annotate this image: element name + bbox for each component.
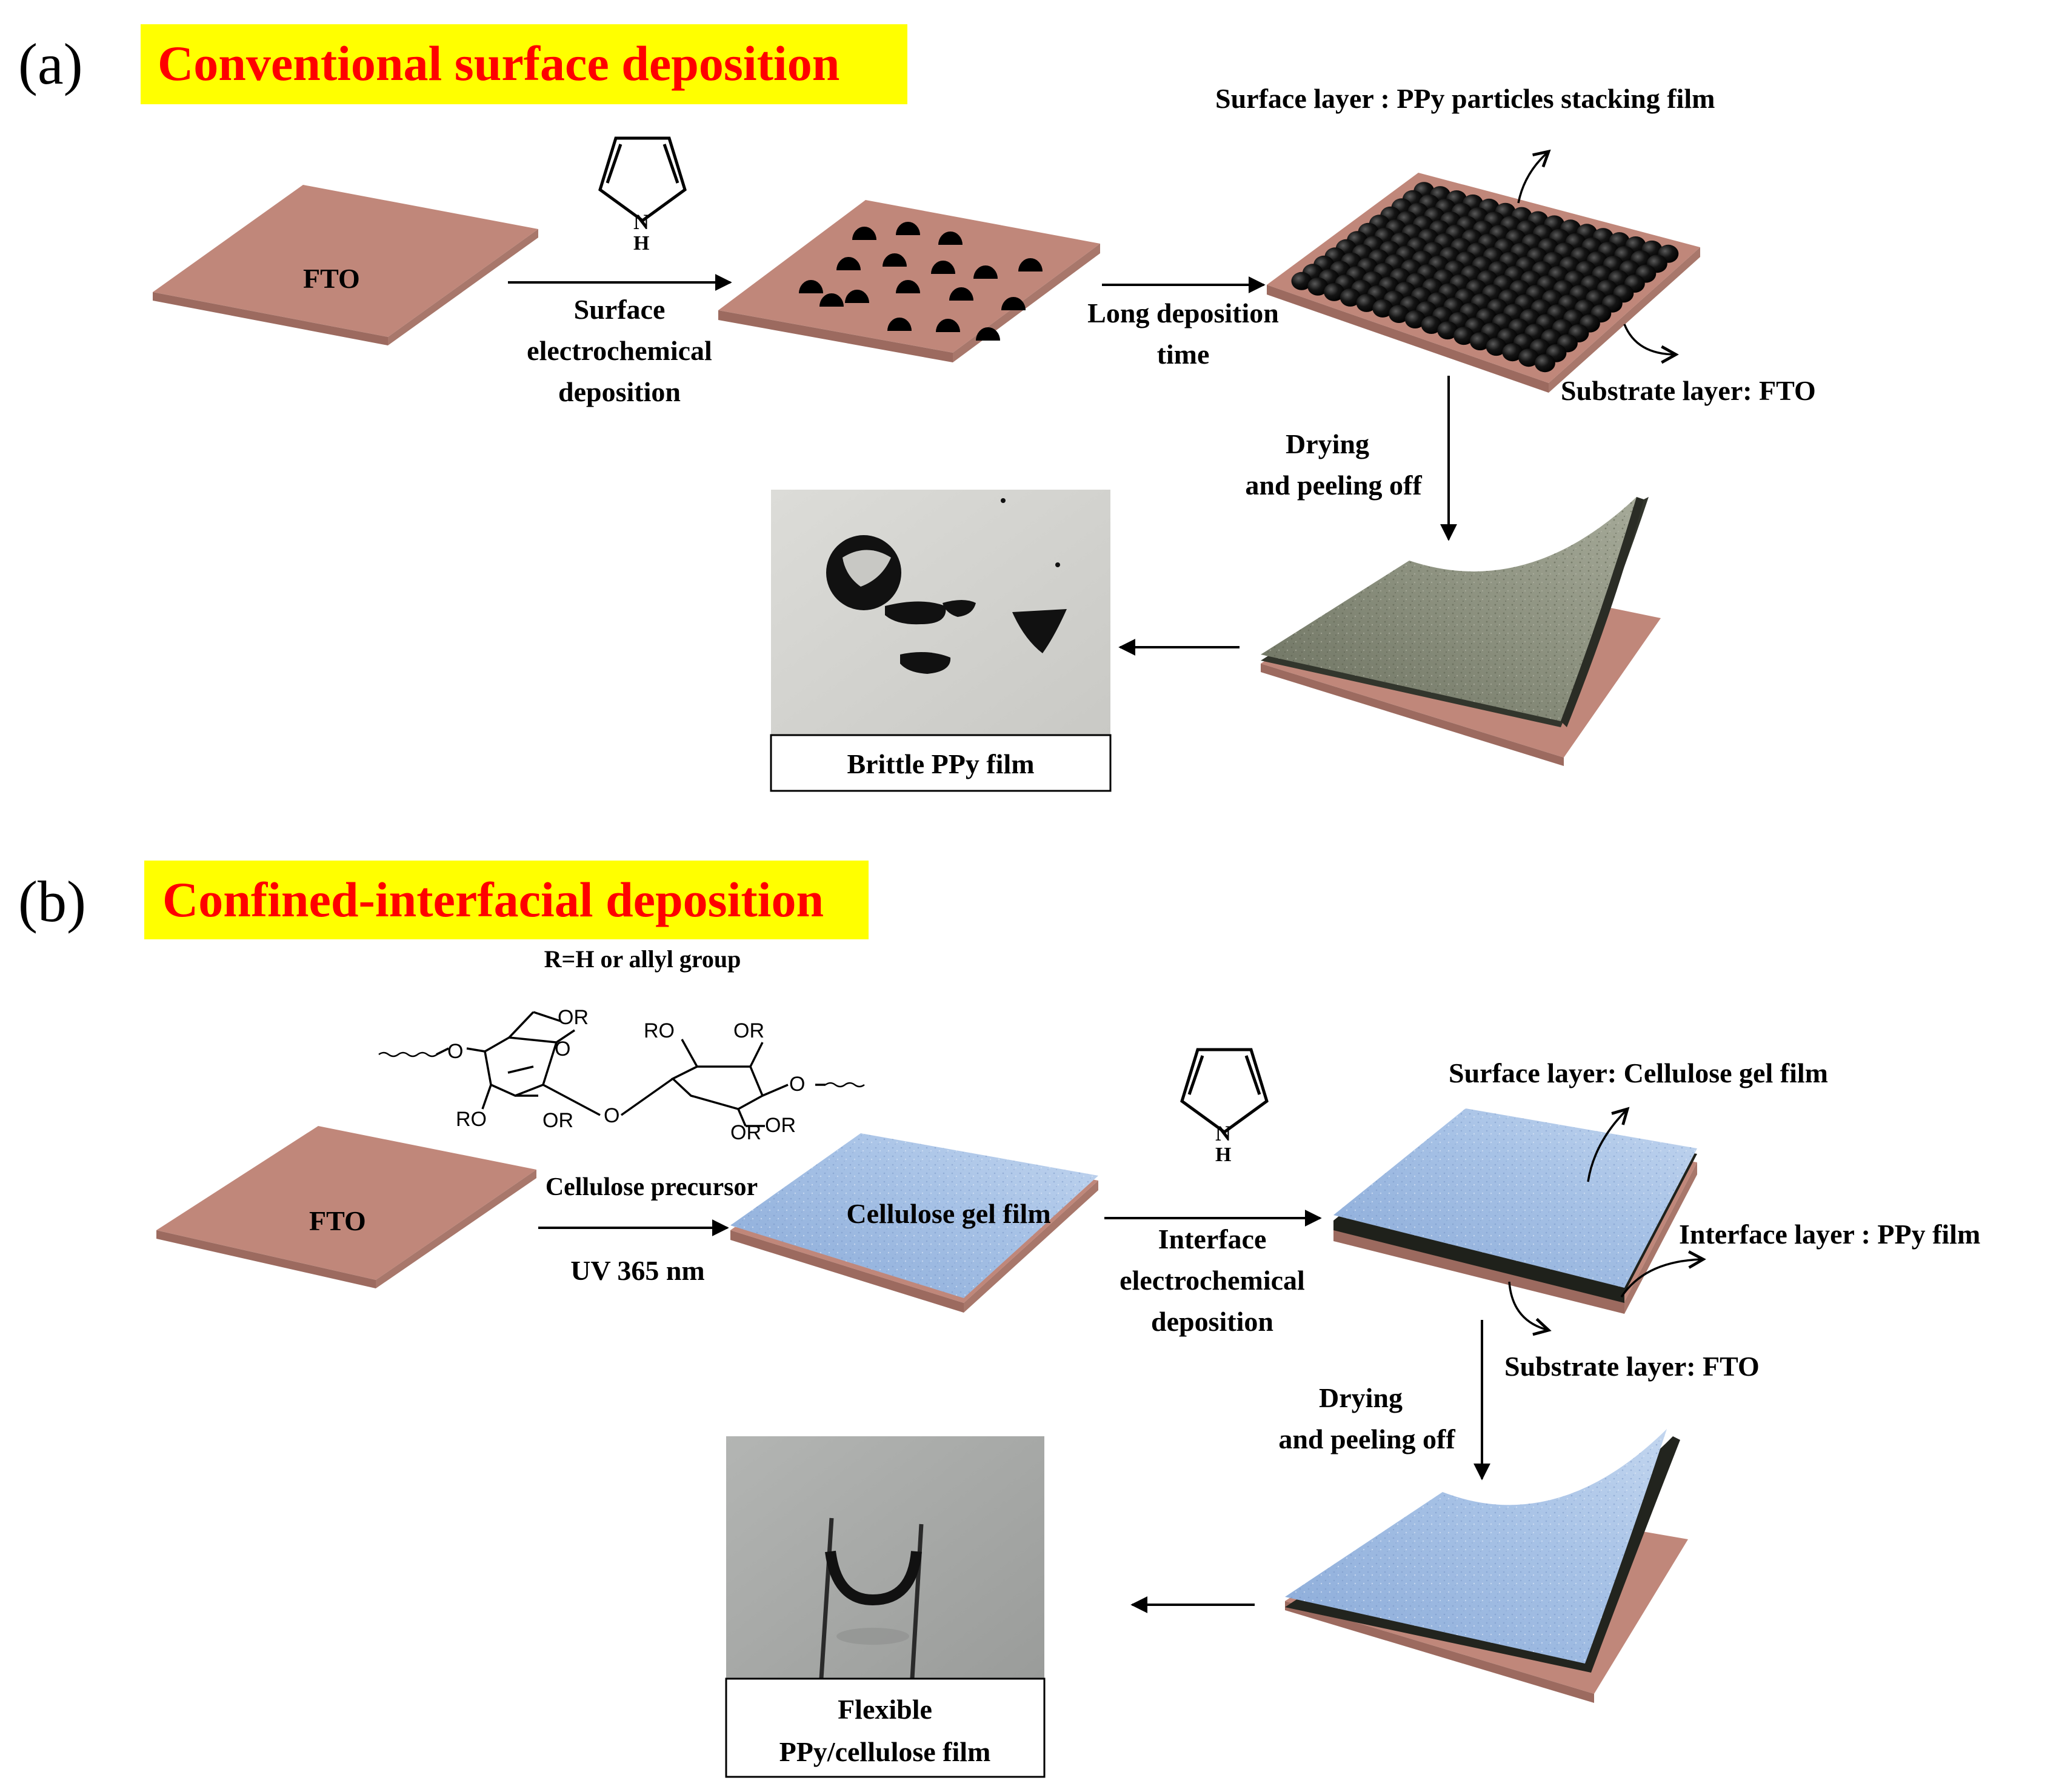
fto-with-ppy-nuclei: [718, 200, 1100, 362]
pyrrole-nh-a: N: [633, 210, 649, 234]
arrow1-line3: deposition: [558, 376, 681, 407]
chem-o-3: O: [604, 1104, 619, 1127]
brittle-ppy-caption: Brittle PPy film: [847, 748, 1034, 779]
drying-line1-b: Drying: [1319, 1382, 1403, 1413]
brittle-ppy-caption-box: [770, 734, 1112, 792]
ppy-particle: [1518, 348, 1540, 367]
substrate-layer-label-a: Substrate layer: FTO: [1561, 375, 1816, 406]
ppy-particle: [1437, 321, 1458, 340]
svg-text:H: H: [1215, 1144, 1231, 1166]
panel-b-letter: (b): [18, 869, 86, 934]
substrate-layer-label-b: Substrate layer: FTO: [1504, 1351, 1760, 1382]
gel-film-label: Cellulose gel film: [846, 1198, 1050, 1229]
chem-or-2: OR: [542, 1109, 573, 1132]
surface-layer-label-a: Surface layer : PPy particles stacking f…: [1215, 83, 1715, 114]
ppy-particle: [1486, 338, 1507, 356]
ppy-particle: [1340, 288, 1361, 307]
interface-layer-pointer: [1620, 1250, 1706, 1297]
fto-with-ppy-stacking-film: [1267, 173, 1700, 393]
ppy-particle: [1324, 282, 1345, 301]
svg-text:H: H: [633, 232, 649, 255]
pyrrole-nh-b: N: [1215, 1121, 1231, 1145]
ppy-particle: [1404, 310, 1426, 328]
panel-b: (b) Confined-interfacial deposition R=H …: [18, 861, 1980, 1778]
pyrrole-molecule-b: N H: [1180, 1048, 1269, 1166]
drying-line2-b: and peeling off: [1278, 1424, 1455, 1454]
panel-b-title: Confined-interfacial deposition: [162, 872, 824, 927]
ppy-nuclei: [799, 222, 1043, 341]
precursor-label: Cellulose precursor: [546, 1173, 758, 1201]
ppy-particle: [1453, 327, 1475, 345]
ppy-particle: [1421, 316, 1442, 334]
ppy-particle: [1291, 271, 1312, 290]
ppy-particle: [1469, 332, 1490, 351]
three-layer-stack: [1333, 1108, 1697, 1314]
substrate-layer-pointer-b: [1508, 1281, 1552, 1336]
chem-o-4: O: [789, 1073, 805, 1096]
pyrrole-molecule-a: N H: [598, 136, 687, 255]
surface-layer-label-b: Surface layer: Cellulose gel film: [1449, 1058, 1828, 1088]
ppy-particle: [1356, 293, 1377, 312]
surface-layer-pointer-b: [1587, 1107, 1630, 1182]
ppy-particle: [1534, 354, 1555, 373]
arrow2-line2: time: [1157, 339, 1210, 370]
chem-ro-1: RO: [456, 1108, 487, 1131]
surface-layer-pointer-a: [1517, 149, 1551, 204]
interface-layer-label: Interface layer : PPy film: [1679, 1219, 1980, 1250]
flexible-film-photo: [726, 1436, 1044, 1679]
fto-substrate-b: FTO: [156, 1126, 536, 1288]
chem-or-1: OR: [558, 1006, 589, 1029]
arrow2-line1: Long deposition: [1087, 298, 1279, 328]
cellulose-group-labels: OR O RO OR O RO OR O OR O OR: [447, 1006, 805, 1144]
panel-a-letter: (a): [18, 32, 83, 96]
peeling-illustration-a: [1261, 497, 1661, 766]
uv-label: UV 365 nm: [570, 1255, 705, 1286]
ppy-particles: [1291, 182, 1679, 373]
fto-substrate-a: FTO: [153, 185, 538, 345]
fto-label-b: FTO: [309, 1205, 366, 1236]
flexible-caption-line2: PPy/cellulose film: [779, 1736, 991, 1767]
chem-or-5: OR: [765, 1114, 796, 1137]
substrate-layer-pointer-a: [1623, 324, 1679, 364]
cellulose-gel-on-fto: Cellulose gel film: [730, 1133, 1098, 1313]
fto-label-a: FTO: [303, 263, 360, 294]
flexible-caption-line1: Flexible: [838, 1694, 932, 1725]
panel-a: (a) Conventional surface deposition FTO …: [18, 24, 1816, 792]
chem-or-4: OR: [730, 1121, 761, 1144]
brittle-ppy-photo: [771, 490, 1110, 735]
peeling-illustration-b: [1285, 1429, 1688, 1703]
cellulose-structure: [378, 1011, 865, 1127]
ppy-particle: [1307, 277, 1329, 296]
panel-a-title-highlight: [141, 24, 907, 104]
panel-b-title-highlight: [144, 861, 869, 939]
ppy-particle: [1389, 305, 1410, 323]
ppy-particle: [1502, 343, 1523, 362]
drying-line1-a: Drying: [1286, 428, 1369, 459]
chem-o-2: O: [555, 1038, 570, 1061]
ppy-particle: [1372, 299, 1393, 318]
drying-line2-a: and peeling off: [1245, 470, 1422, 501]
r-group-label: R=H or allyl group: [544, 945, 741, 973]
panel-a-title: Conventional surface deposition: [158, 36, 839, 91]
arrow2b-line3: deposition: [1151, 1306, 1273, 1337]
chem-o-1: O: [447, 1040, 463, 1063]
chem-or-3: OR: [733, 1019, 764, 1042]
arrow1-line2: electrochemical: [527, 335, 712, 366]
arrow2b-line1: Interface: [1158, 1224, 1267, 1254]
chem-ro-2: RO: [644, 1019, 675, 1042]
flexible-film-caption-box: [725, 1677, 1046, 1778]
arrow2b-line2: electrochemical: [1120, 1265, 1305, 1296]
arrow1-line1: Surface: [574, 294, 666, 325]
